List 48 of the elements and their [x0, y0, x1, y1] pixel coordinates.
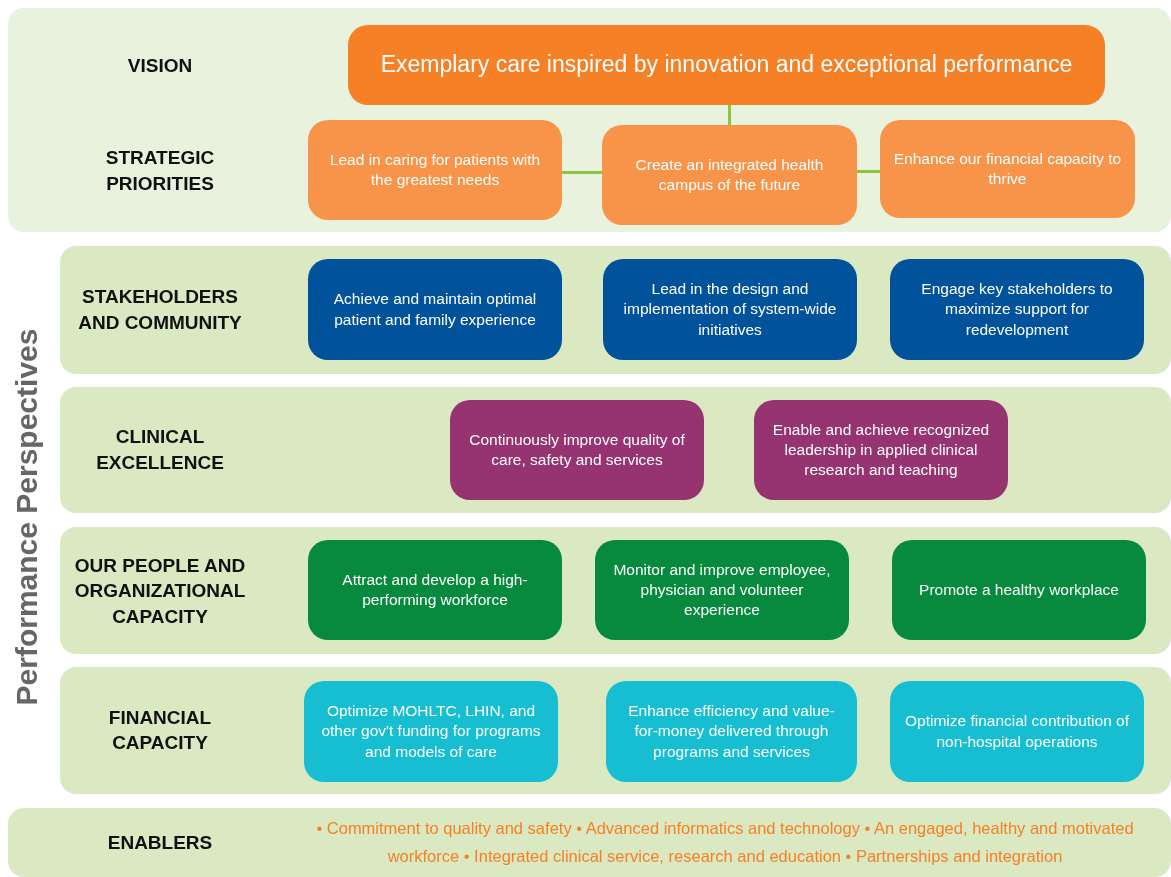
objective-box [450, 400, 704, 500]
box-text: Enhance our financial capacity to thrive [892, 148, 1123, 189]
row-band [8, 8, 1171, 232]
box-text: Monitor and improve employee, physician and volunteer experience [612, 559, 832, 621]
row-band [60, 387, 1171, 513]
enablers-list: • Commitment to quality and safety • Advanced informatics and technology • An engaged, healthy and motivated workforce • Integrated clinical service, research and education • Partnerships and integration [305, 814, 1145, 871]
objective-box [603, 259, 857, 360]
objective-box [595, 540, 849, 640]
objective-box [308, 259, 562, 360]
box-text: Achieve and maintain optimal patient and family experience [332, 289, 538, 330]
objective-box [308, 120, 562, 220]
vision-box [348, 25, 1105, 105]
row-band [60, 527, 1171, 654]
objective-box [602, 125, 857, 225]
box-text: Promote a healthy workplace [919, 579, 1119, 600]
box-text: Lead in the design and implementation of system-wide initiatives [622, 279, 838, 340]
objective-box [606, 681, 857, 782]
box-text: Enhance efficiency and value-for-money delivered through programs and services [627, 701, 836, 762]
objective-box [754, 400, 1008, 500]
box-text: Create an integrated health campus of the future [634, 154, 825, 195]
box-text: Lead in caring for patients with the greatest needs [328, 149, 542, 190]
connector-line [728, 105, 731, 125]
connector-line [857, 170, 880, 173]
row-heading: VISION [126, 54, 194, 79]
objective-box [880, 120, 1135, 218]
objective-box [890, 259, 1144, 360]
objective-box [892, 540, 1146, 640]
row-band [8, 808, 1171, 877]
row-band [60, 246, 1171, 374]
connector-line [562, 171, 602, 174]
side-label: Performance Perspectives [10, 328, 44, 706]
box-text: Continuously improve quality of care, safety and services [468, 429, 686, 470]
row-heading: OUR PEOPLE AND ORGANIZATIONAL CAPACITY [73, 553, 247, 629]
objective-box [890, 681, 1144, 782]
objective-box [308, 540, 562, 640]
box-text: Engage key stakeholders to maximize support for redevelopment [920, 279, 1114, 340]
box-text: Exemplary care inspired by innovation and exceptional performance [380, 50, 1073, 80]
box-text: Optimize financial contribution of non-hospital operations [904, 711, 1130, 752]
box-text: Attract and develop a high-performing workforce [341, 569, 529, 610]
row-heading: ENABLERS [106, 830, 214, 855]
objective-box [304, 681, 558, 782]
box-text: Optimize MOHLTC, LHIN, and other gov't funding for programs and models of care [320, 701, 542, 762]
row-band [60, 667, 1171, 794]
row-heading: CLINICAL EXCELLENCE [95, 425, 225, 475]
box-text: Enable and achieve recognized leadership in applied clinical research and teaching [771, 419, 991, 481]
row-heading: STAKEHOLDERS AND COMMUNITY [77, 285, 243, 335]
row-heading: STRATEGIC PRIORITIES [104, 146, 216, 196]
row-heading: FINANCIAL CAPACITY [107, 705, 213, 756]
